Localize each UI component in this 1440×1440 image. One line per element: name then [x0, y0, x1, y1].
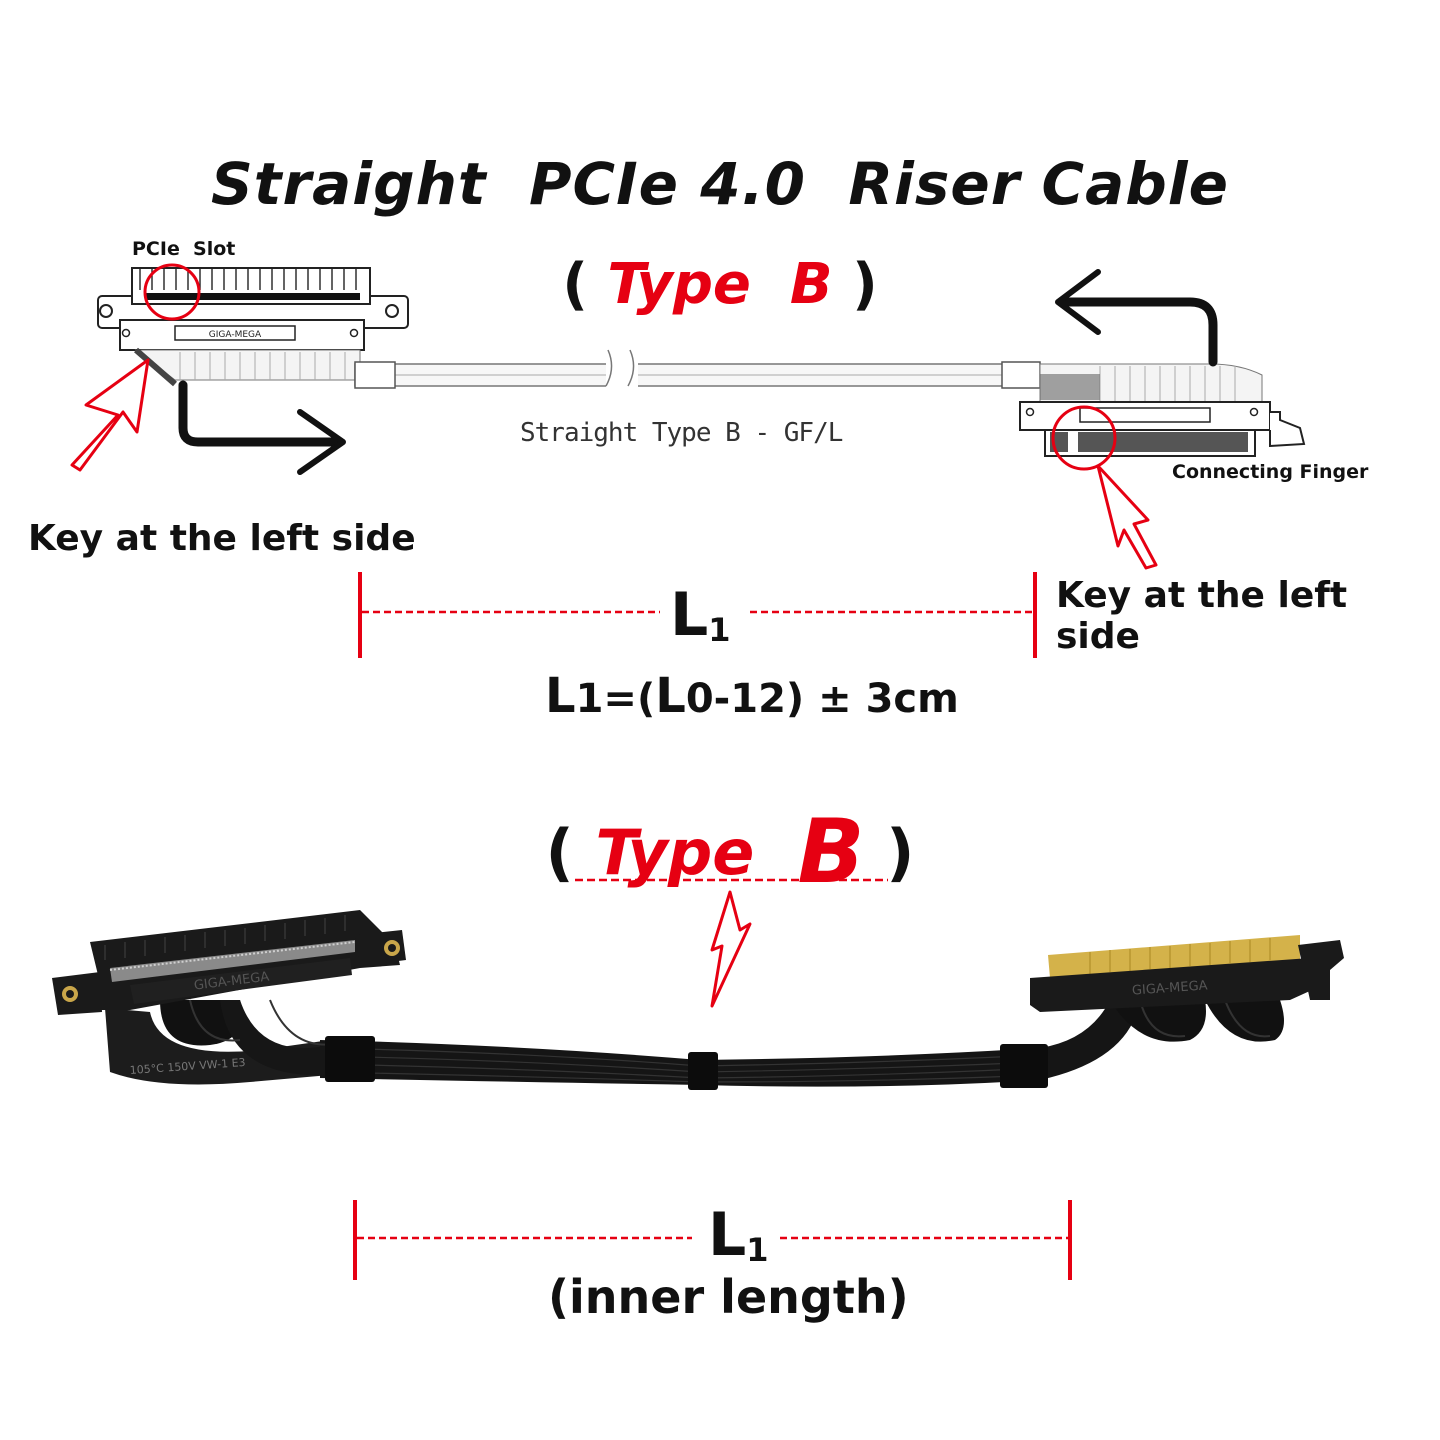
type-arrow-down-icon	[710, 890, 752, 1008]
dimension-bottom-label: L1	[708, 1200, 769, 1270]
pcie-slot-label: PCIe Slot	[132, 238, 236, 260]
key-arrow-left-icon	[70, 358, 150, 472]
type-label-top: ( Type B )	[562, 252, 878, 317]
key-highlight-right	[1051, 405, 1117, 471]
cable-photo: 105°C 150V VW-1 E3	[52, 910, 1344, 1090]
cable-drawing	[354, 349, 1041, 398]
direction-arrow-left-icon	[1057, 297, 1218, 367]
cable-name-label: Straight Type B - GF/L	[520, 418, 843, 448]
photo-marking-right: GIGA-MEGA	[1131, 978, 1208, 998]
key-left-label: Key at the left side	[28, 518, 416, 559]
type-label-bottom: ( Type B )	[545, 800, 915, 903]
direction-arrow-right-icon	[178, 380, 345, 447]
key-highlight-left	[143, 263, 201, 321]
length-formula: L1=(L0-12) ± 3cm	[545, 668, 959, 724]
slot-marking: GIGA-MEGA	[209, 330, 262, 340]
dimension-top-label: L1	[670, 580, 731, 650]
dimension-bottom	[353, 1200, 1072, 1280]
connecting-finger-drawing	[1019, 363, 1306, 457]
connecting-finger-label: Connecting Finger	[1172, 461, 1369, 483]
page-title: Straight PCIe 4.0 Riser Cable	[210, 150, 1229, 218]
inner-length-label: (inner length)	[548, 1270, 909, 1324]
dimension-top	[358, 572, 1037, 658]
key-right-label: Key at the left side	[1056, 575, 1348, 657]
key-arrow-right-icon	[1096, 464, 1158, 570]
